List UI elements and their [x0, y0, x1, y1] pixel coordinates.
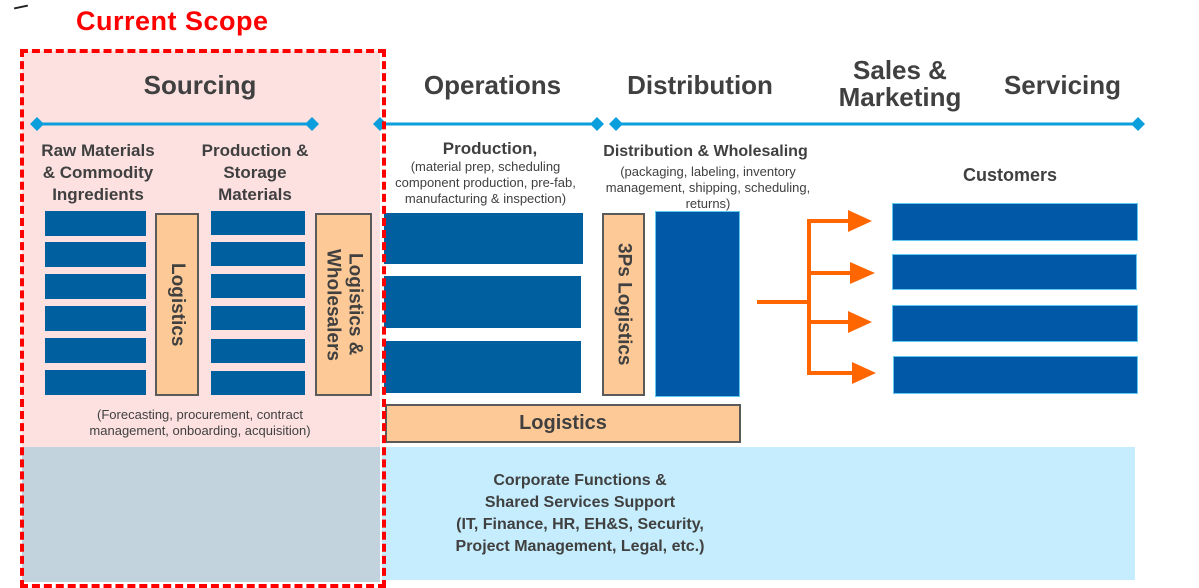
- customer-bar: [892, 305, 1138, 342]
- arrow-right-icon: [852, 362, 876, 384]
- raw-material-bar: [45, 274, 146, 299]
- phase-distribution: Distribution: [627, 70, 773, 100]
- storage-material-bar: [211, 339, 305, 363]
- phase-timeline: [30, 117, 1145, 131]
- sourcing-logistics-label: Logistics: [167, 262, 188, 347]
- storage-material-bar: [211, 242, 305, 266]
- phase-operations: Operations: [423, 70, 562, 100]
- logistics-wholesalers-label: Logistics & Wholesalers: [322, 248, 366, 361]
- raw-material-bar: [45, 338, 146, 363]
- diamond-marker-icon: [1131, 117, 1145, 131]
- sourcing-description: (Forecasting, procurement, contract mana…: [89, 407, 311, 438]
- storage-material-bar: [211, 371, 305, 395]
- production-bar: [384, 341, 581, 393]
- customer-bar: [892, 203, 1138, 241]
- phase-sourcing: Sourcing: [143, 70, 257, 100]
- production-bar: [384, 276, 581, 328]
- logistics-bar: Logistics: [385, 404, 741, 443]
- production-storage-label: Production & Storage Materials: [201, 141, 309, 204]
- diamond-marker-icon: [305, 117, 319, 131]
- diamond-marker-icon: [30, 117, 44, 131]
- storage-material-bar: [211, 306, 305, 330]
- third-party-logistics-label: 3Ps Logistics: [613, 243, 635, 366]
- arrow-right-icon: [848, 311, 872, 333]
- arrow-right-icon: [848, 210, 872, 232]
- current-scope-title: Current Scope: [76, 6, 269, 36]
- diamond-marker-icon: [609, 117, 623, 131]
- phase-sales-marketing: Sales & Marketing: [838, 55, 962, 112]
- production-bar: [384, 213, 583, 264]
- distribution-description: (packaging, labeling, inventory manageme…: [605, 164, 811, 211]
- corporate-functions-text: Corporate Functions & Shared Services Su…: [455, 472, 705, 555]
- distribution-block: [655, 211, 740, 397]
- raw-materials-label: Raw Materials & Commodity Ingredients: [41, 141, 155, 204]
- phase-servicing: Servicing: [1003, 70, 1122, 100]
- customer-bar: [892, 254, 1137, 290]
- storage-material-bar: [211, 211, 305, 235]
- third-party-logistics-box: 3Ps Logistics: [602, 213, 645, 396]
- raw-material-bar: [45, 370, 146, 395]
- distribution-wholesaling-title: Distribution & Wholesaling: [603, 143, 808, 160]
- current-scope-border: [20, 49, 386, 588]
- customer-bar: [893, 356, 1138, 394]
- scope-support-background: [22, 447, 380, 582]
- logistics-bar-label: Logistics: [519, 412, 607, 434]
- storage-material-bar: [211, 274, 305, 298]
- raw-material-bar: [45, 242, 146, 267]
- arrow-right-icon: [850, 262, 875, 284]
- raw-material-bar: [45, 211, 146, 236]
- production-title: Production,: [442, 139, 538, 158]
- customers-title: Customers: [962, 165, 1058, 185]
- production-description: (material prep, scheduling component pro…: [395, 159, 576, 206]
- logistics-wholesalers-box: Logistics & Wholesalers: [315, 213, 372, 396]
- corporate-functions-band: [382, 447, 1135, 580]
- raw-material-bar: [45, 306, 146, 331]
- sourcing-logistics-box: Logistics: [155, 213, 199, 396]
- diamond-marker-icon: [590, 117, 604, 131]
- customer-distribution-arrows: [757, 210, 876, 384]
